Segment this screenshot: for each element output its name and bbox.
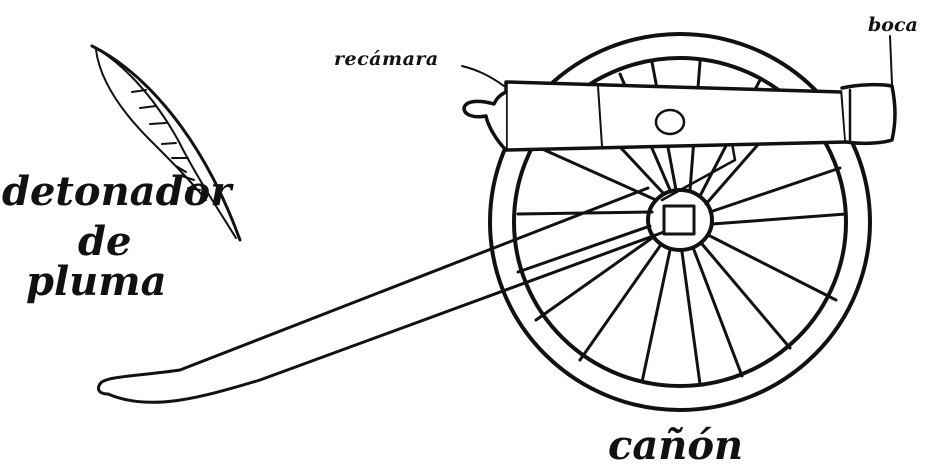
- breech-leader-line: [462, 66, 504, 86]
- cannon-icon: [464, 82, 895, 150]
- muzzle-label: boca: [868, 14, 918, 36]
- igniter-label-line3: pluma: [26, 258, 167, 305]
- breech-label: recámara: [334, 48, 439, 70]
- muzzle-leader-line: [890, 36, 892, 84]
- igniter-label-line1: detonador: [2, 168, 231, 215]
- cannon-label: cañón: [608, 422, 743, 469]
